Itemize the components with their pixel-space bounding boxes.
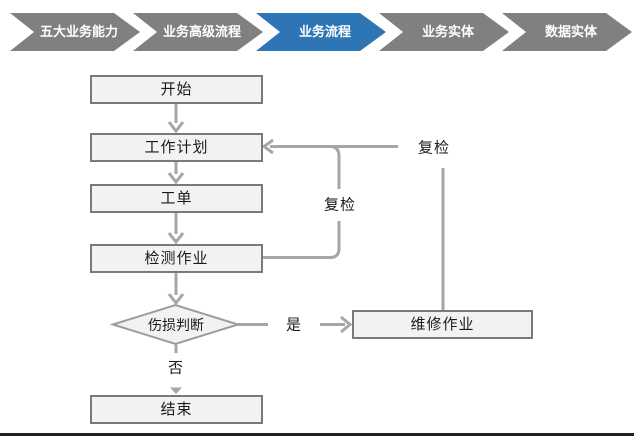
flow-node-end: 结束 — [90, 395, 263, 424]
flow-node-start: 开始 — [90, 75, 263, 104]
nav-step-data-entity[interactable]: 数据实体 — [502, 13, 632, 51]
arrowhead-right-icon — [340, 315, 353, 334]
flow-node-damage-judgment-label: 伤损判断 — [148, 317, 204, 333]
nav-step-label: 业务流程 — [298, 24, 351, 39]
flow-node-work-order: 工单 — [90, 184, 263, 213]
decision-diamond-shape — [109, 303, 242, 346]
flow-node-work-plan: 工作计划 — [90, 133, 263, 162]
arrowhead-down-icon — [167, 232, 185, 245]
arrowhead-down-small-icon — [170, 387, 182, 394]
edge-label-recheck-outer: 复检 — [417, 139, 451, 157]
page-bottom-border — [0, 433, 634, 436]
connector-recheck-inner-upper — [270, 145, 341, 189]
arrowhead-down-icon — [167, 172, 185, 185]
nav-step-label: 业务实体 — [421, 24, 474, 39]
flow-node-inspection: 检测作业 — [90, 244, 263, 273]
arrowhead-down-icon — [167, 121, 185, 134]
flow-node-repair: 维修作业 — [352, 310, 533, 339]
edge-label-yes: 是 — [285, 316, 303, 334]
edge-label-recheck-inner: 复检 — [323, 196, 357, 214]
arrowhead-down-icon — [167, 293, 185, 306]
nav-step-label: 业务高级流程 — [162, 24, 241, 39]
arrowhead-left-icon — [261, 138, 274, 155]
edge-label-no: 否 — [167, 359, 185, 377]
connector-recheck-inner-lower — [263, 221, 341, 259]
nav-step-label: 数据实体 — [544, 24, 597, 39]
nav-step-label: 五大业务能力 — [39, 24, 118, 39]
